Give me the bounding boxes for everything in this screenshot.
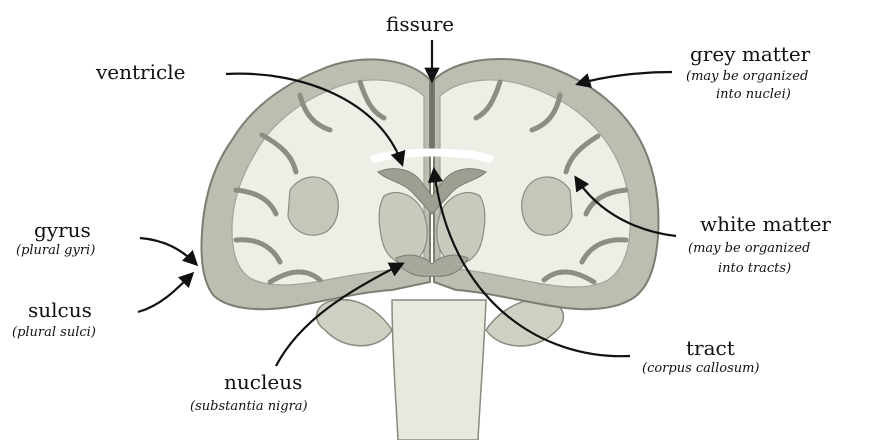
label-nucleus: nucleus — [224, 372, 302, 392]
label-grey-matter-note-1: (may be organized — [686, 70, 808, 83]
label-tract-note: (corpus callosum) — [642, 362, 760, 375]
label-gyrus: gyrus — [34, 220, 91, 240]
label-sulcus: sulcus — [28, 300, 92, 320]
arrow-gyrus — [140, 238, 196, 264]
right-insula — [522, 177, 572, 235]
label-nucleus-note: (substantia nigra) — [190, 400, 308, 413]
label-ventricle: ventricle — [96, 62, 185, 82]
label-grey-matter-note-2: into nuclei) — [716, 88, 791, 101]
label-gyrus-note: (plural gyri) — [16, 244, 95, 257]
label-white-matter: white matter — [700, 214, 831, 234]
label-grey-matter: grey matter — [690, 44, 810, 64]
arrow-sulcus — [138, 274, 192, 312]
label-fissure: fissure — [386, 14, 454, 34]
label-sulcus-note: (plural sulci) — [12, 326, 96, 339]
label-white-matter-note-1: (may be organized — [688, 242, 810, 255]
left-insula — [288, 177, 338, 235]
label-white-matter-note-2: into tracts) — [718, 262, 791, 275]
corpus-callosum — [372, 153, 492, 161]
label-tract: tract — [686, 338, 735, 358]
brainstem — [392, 300, 486, 440]
arrow-grey-matter — [578, 72, 672, 84]
